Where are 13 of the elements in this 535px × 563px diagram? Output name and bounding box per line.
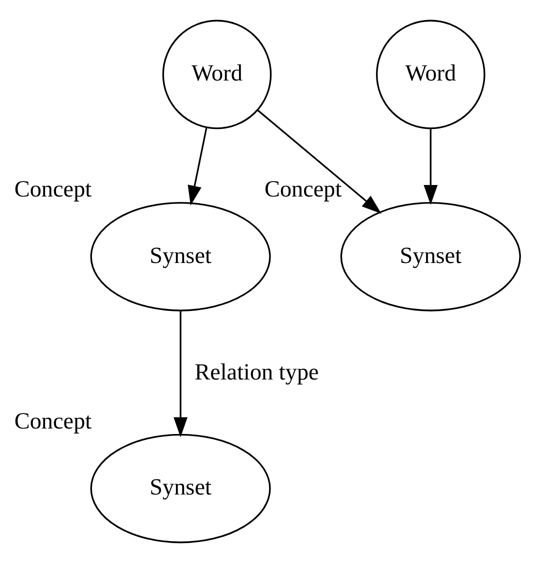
edge-label: Relation type (194, 360, 319, 386)
arrow (257, 110, 382, 214)
node-ellipse: Synset (90, 434, 271, 544)
node-ellipse: Synset (340, 202, 521, 312)
node-circle: Word (162, 20, 272, 130)
node-label: Concept (14, 408, 92, 434)
arrow (188, 127, 208, 206)
node-label: Concept (264, 176, 342, 203)
node-ellipse: Synset (90, 202, 271, 312)
node-circle: Word (376, 20, 486, 130)
arrow (174, 310, 188, 438)
node-label: Concept (14, 176, 92, 203)
arrow (424, 128, 438, 205)
